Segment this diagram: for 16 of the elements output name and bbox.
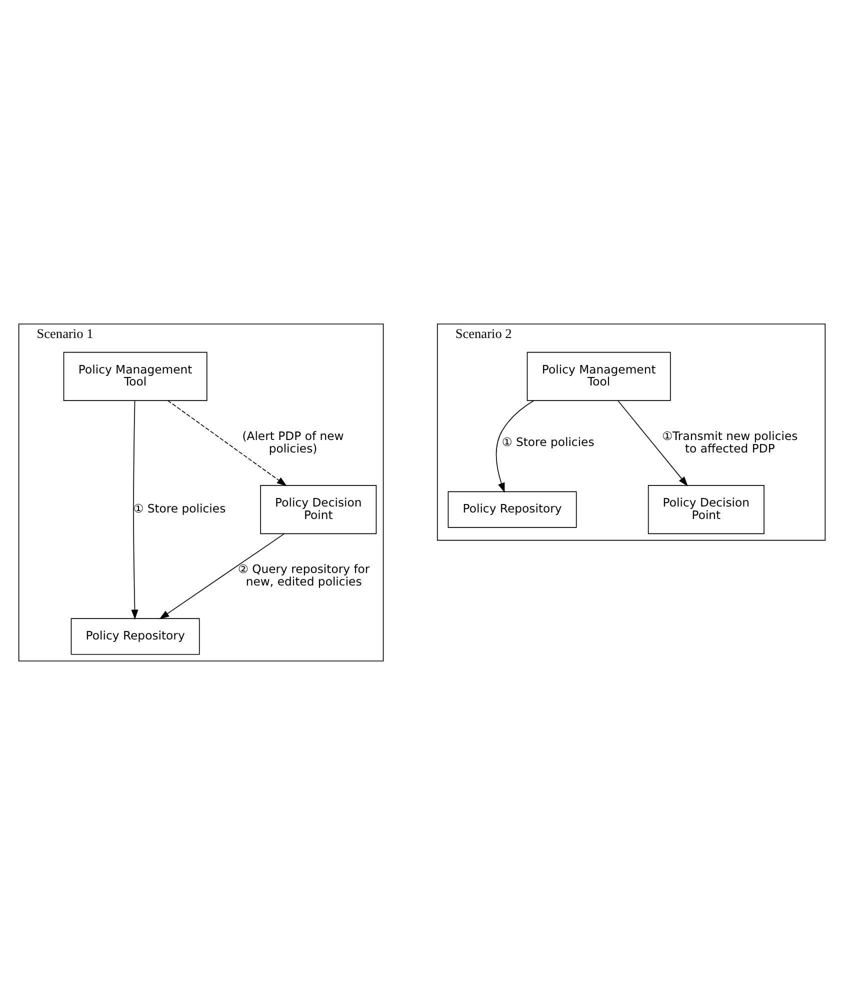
arrow	[159, 533, 285, 620]
edge-label: (Alert PDP of new policies)	[242, 428, 344, 456]
node-box: Policy Decision Point	[648, 485, 764, 534]
node-box: Policy Repository	[70, 618, 200, 655]
arrow	[496, 400, 534, 493]
arrow	[131, 400, 138, 620]
arrow	[618, 400, 688, 486]
node-box: Policy Management Tool	[63, 352, 208, 401]
arrow	[167, 400, 287, 486]
edge-label: ① Store policies	[133, 502, 226, 516]
edge-label: ①Transmit new policies to affected PDP	[662, 428, 798, 456]
node-box: Policy Decision Point	[260, 485, 377, 534]
edge-label: ② Query repository for new, edited policies	[238, 562, 370, 588]
edge-label: ① Store policies	[502, 435, 594, 450]
node-box: Policy Management Tool	[526, 352, 671, 401]
node-box: Policy Repository	[448, 491, 577, 528]
